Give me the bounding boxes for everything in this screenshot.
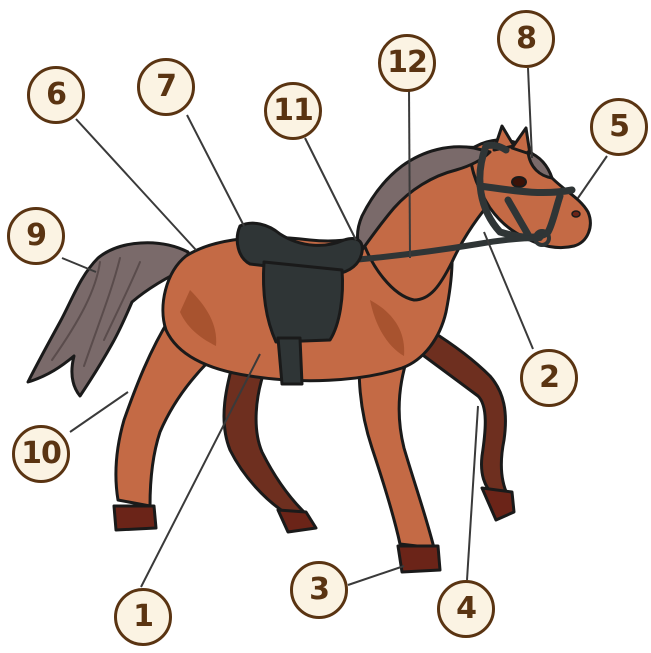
horse-nostril [572, 211, 580, 217]
leader-line-7 [187, 115, 244, 226]
far-front-leg [416, 330, 508, 496]
callout-4: 4 [437, 580, 495, 638]
callout-5: 5 [590, 98, 648, 156]
leader-line-2 [484, 232, 533, 349]
callout-6: 6 [27, 66, 85, 124]
callout-12: 12 [378, 34, 436, 92]
callout-1: 1 [114, 588, 172, 646]
far-front-hoof [482, 488, 514, 520]
callout-label: 5 [609, 112, 629, 142]
callout-label: 4 [456, 594, 476, 624]
callout-9: 9 [7, 207, 65, 265]
callout-2: 2 [520, 349, 578, 407]
leader-line-5 [578, 156, 607, 198]
horse-eye [512, 177, 526, 187]
callout-label: 3 [309, 575, 329, 605]
callout-label: 7 [156, 72, 176, 102]
leader-line-11 [305, 138, 356, 240]
callout-label: 9 [26, 221, 46, 251]
callout-label: 2 [539, 363, 559, 393]
leader-line-10 [70, 392, 128, 432]
far-hind-hoof [278, 510, 316, 532]
callout-label: 1 [133, 602, 153, 632]
callout-label: 10 [21, 439, 61, 469]
leader-line-12 [409, 88, 410, 258]
callout-3: 3 [290, 561, 348, 619]
callout-10: 10 [12, 425, 70, 483]
callout-7: 7 [137, 58, 195, 116]
horse-illustration [28, 126, 590, 572]
saddle-flap [264, 262, 343, 342]
callout-label: 12 [387, 48, 427, 78]
callout-label: 6 [46, 80, 66, 110]
girth-strap [278, 338, 302, 384]
callout-11: 11 [264, 82, 322, 140]
near-hind-hoof [114, 506, 156, 530]
near-front-hoof [398, 546, 440, 572]
leader-line-6 [76, 119, 196, 250]
callout-8: 8 [497, 10, 555, 68]
leader-line-3 [348, 566, 404, 585]
callout-label: 11 [273, 96, 313, 126]
leader-line-4 [467, 406, 478, 580]
callout-label: 8 [516, 24, 536, 54]
